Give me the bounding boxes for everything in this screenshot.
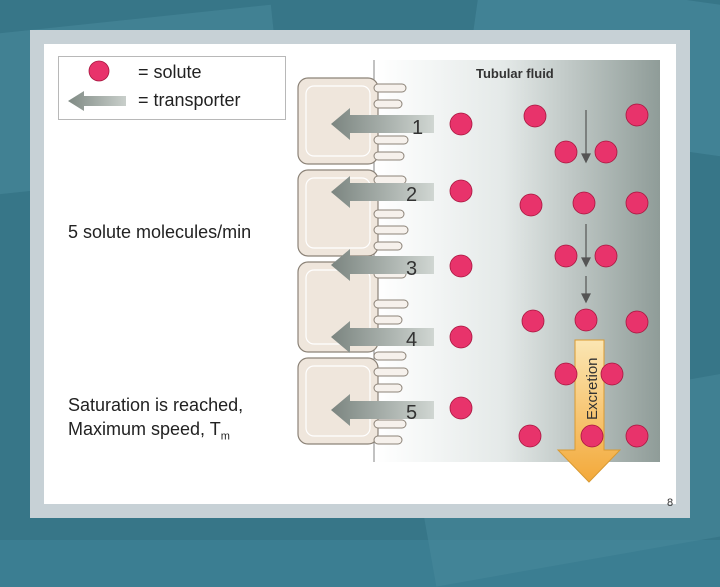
solute-group: [449, 103, 649, 448]
transporter-arrow: 3: [331, 249, 434, 281]
solute: [523, 104, 547, 128]
saturation-subscript: m: [220, 430, 230, 443]
transporter-label: 4: [406, 329, 417, 351]
solute: [594, 140, 618, 164]
saturation-text-line1: Saturation is reached,: [68, 395, 244, 415]
transporter-label: 2: [406, 184, 417, 206]
solute: [625, 103, 649, 127]
saturation-text-line2: Maximum speed, Tm: [68, 419, 230, 443]
rate-text: 5 solute molecules/min: [68, 222, 252, 242]
solute: [518, 424, 542, 448]
solute: [449, 179, 473, 203]
solute: [449, 396, 473, 420]
excretion-arrow: Excretion: [556, 339, 622, 483]
solute: [572, 191, 596, 215]
transporter-arrow: 2: [331, 176, 434, 208]
transport-diagram: 1 2 3 4 5 Excretion: [297, 60, 660, 483]
solute: [554, 244, 578, 268]
solute: [449, 112, 473, 136]
solute: [625, 424, 649, 448]
solute: [574, 308, 598, 332]
solute: [554, 140, 578, 164]
transporter-arrow: 4: [331, 321, 434, 353]
saturation-text-main: Maximum speed, T: [68, 419, 221, 439]
microvilli: [373, 83, 409, 445]
transporter-arrow: 5: [331, 394, 434, 426]
solute: [625, 191, 649, 215]
transporter-arrow: 1: [331, 108, 434, 140]
solute: [449, 254, 473, 278]
solute: [519, 193, 543, 217]
solute: [594, 244, 618, 268]
cell: [297, 169, 379, 257]
page-number: 8: [667, 497, 674, 509]
solute: [580, 424, 604, 448]
legend-solute-label: = solute: [138, 62, 202, 82]
solute: [521, 309, 545, 333]
solute: [600, 362, 624, 386]
excretion-label: Excretion: [584, 357, 601, 420]
transporter-label: 3: [406, 258, 417, 280]
solute: [625, 310, 649, 334]
flow-arrow: [581, 110, 591, 304]
solute: [554, 362, 578, 386]
legend-transporter-label: = transporter: [138, 90, 241, 110]
tubular-fluid-label: Tubular fluid: [476, 66, 554, 81]
transporter-label: 1: [412, 117, 423, 139]
transporter-label: 5: [406, 402, 417, 424]
solute: [449, 325, 473, 349]
